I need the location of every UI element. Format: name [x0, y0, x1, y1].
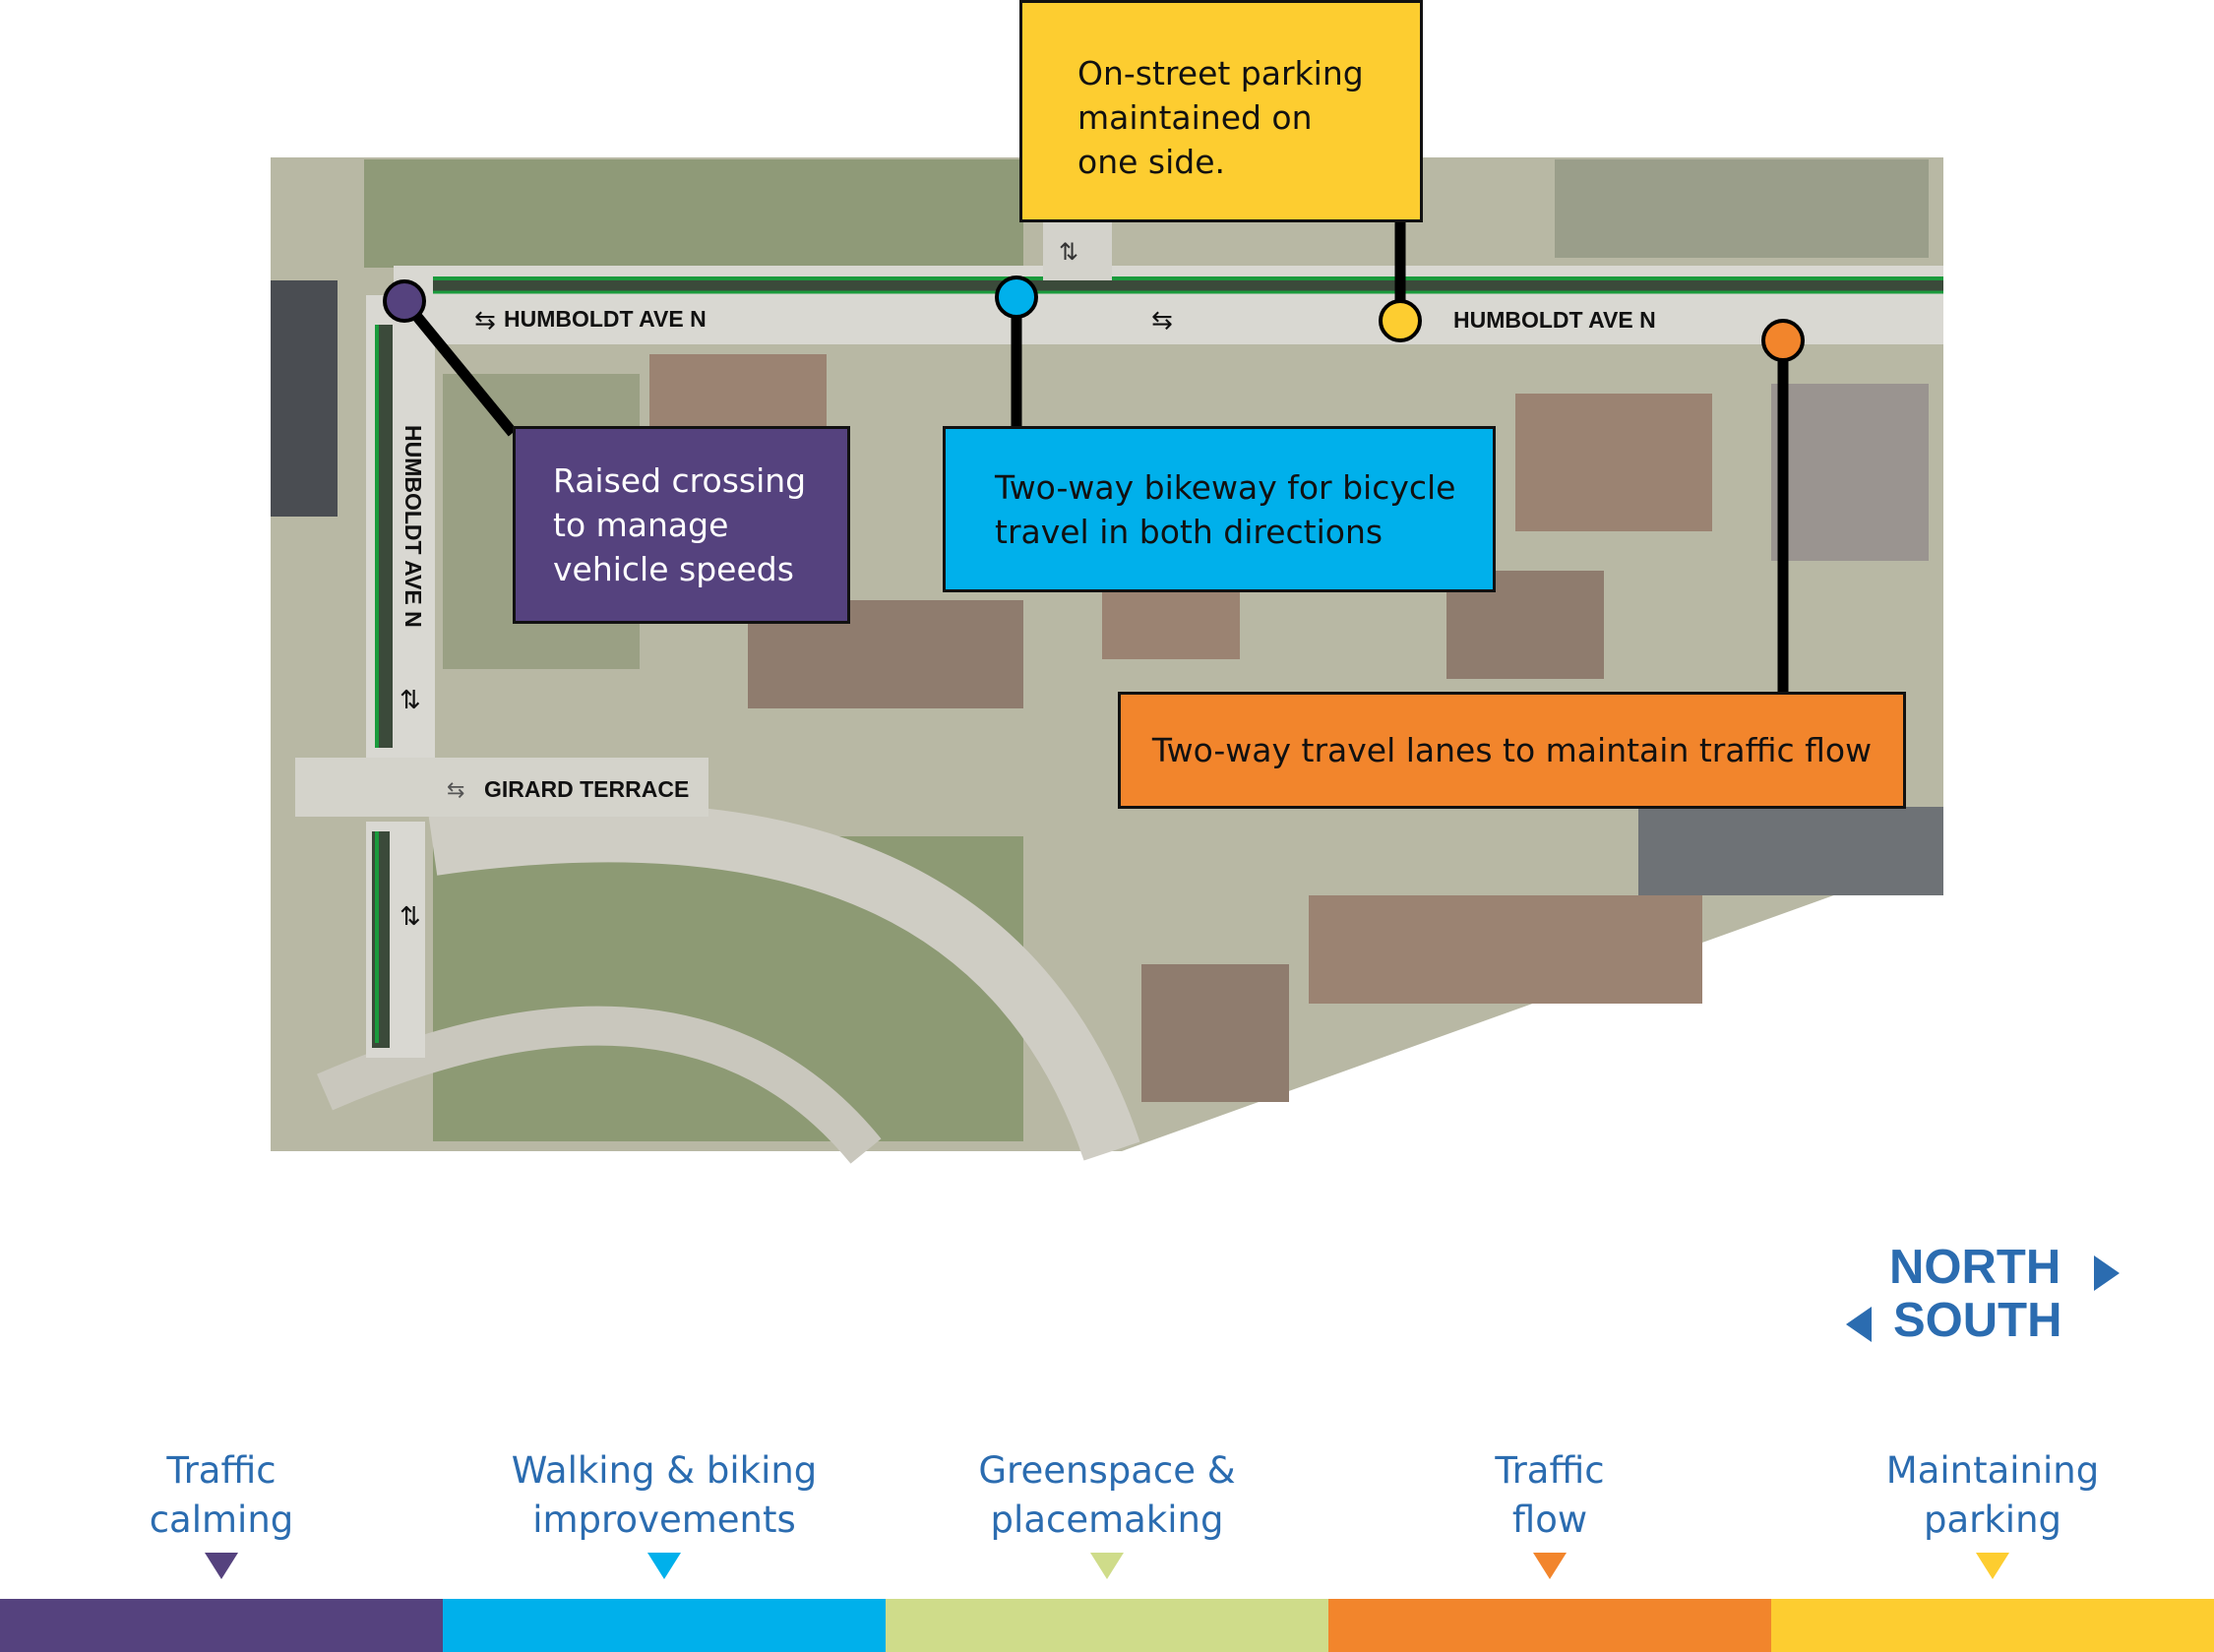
color-bar-greenspace — [886, 1599, 1328, 1652]
triangle-down-icon — [205, 1553, 238, 1579]
grass-area-northeast — [1555, 159, 1929, 258]
girard-road — [295, 758, 708, 817]
color-bar-maintaining-parking — [1771, 1599, 2214, 1652]
legend-label: Maintaining parking — [1885, 1449, 2100, 1541]
legend-item-walking-biking: Walking & biking improvements — [443, 1446, 886, 1579]
two-way-arrow-icon: ⇅ — [400, 902, 421, 932]
two-way-arrow-icon: ⇆ — [474, 306, 496, 336]
arrow-right-icon — [2094, 1255, 2120, 1291]
street-label-humboldt-east: HUMBOLDT AVE N — [1453, 307, 1656, 333]
street-label-humboldt-west: HUMBOLDT AVE N — [504, 306, 707, 332]
building-roof — [1638, 807, 1943, 895]
triangle-down-icon — [1090, 1553, 1124, 1579]
building-west — [271, 280, 338, 517]
legend-item-maintaining-parking: Maintaining parking — [1771, 1446, 2214, 1579]
legend-item-greenspace: Greenspace & placemaking — [886, 1446, 1328, 1579]
south-label: SOUTH — [1893, 1294, 2062, 1347]
callout-line: travel in both directions — [995, 512, 1384, 551]
color-bar-walking-biking — [443, 1599, 886, 1652]
marker-parking — [1379, 299, 1422, 342]
building-roof — [1309, 895, 1702, 1004]
two-way-arrow-icon: ⇆ — [447, 778, 464, 803]
two-way-arrow-icon: ⇅ — [400, 686, 421, 715]
bikeway-vertical-south — [372, 831, 390, 1048]
two-way-arrow-icon: ⇅ — [1059, 238, 1078, 266]
marker-travel-lanes — [1761, 319, 1805, 362]
bikeway-horizontal — [433, 278, 1943, 292]
street-label-humboldt-vertical: HUMBOLDT AVE N — [400, 425, 426, 628]
callout-line: Raised crossing — [553, 461, 807, 500]
callout-line: Two-way bikeway for bicycle — [995, 467, 1456, 507]
callout-line: Two-way travel lanes to maintain traffic… — [1151, 731, 1873, 769]
marker-raised-crossing — [383, 279, 426, 323]
building-roof — [1141, 964, 1289, 1102]
arrow-left-icon — [1846, 1307, 1872, 1342]
triangle-down-icon — [1976, 1553, 2009, 1579]
bikeway-vertical — [377, 325, 393, 748]
north-south-indicator: NORTH SOUTH — [1840, 1242, 2135, 1350]
callout-raised-crossing: Raised crossing to manage vehicle speeds — [513, 426, 850, 624]
callout-on-street-parking: On-street parking maintained on one side… — [1019, 0, 1423, 222]
north-label: NORTH — [1889, 1241, 2061, 1294]
callout-line: maintained on — [1077, 97, 1313, 137]
legend-label: Walking & biking improvements — [511, 1449, 818, 1541]
legend-label: Traffic calming — [149, 1449, 294, 1541]
callout-line: to manage — [553, 506, 729, 544]
street-label-girard-terrace: GIRARD TERRACE — [484, 776, 689, 802]
leader-line-raised-crossing — [400, 297, 518, 437]
legend-item-traffic-calming: Traffic calming — [0, 1446, 443, 1579]
marker-bikeway — [995, 275, 1038, 319]
callout-line: one side. — [1077, 142, 1225, 181]
two-way-arrow-icon: ⇆ — [1151, 306, 1173, 336]
legend-label: Greenspace & placemaking — [978, 1449, 1236, 1541]
callout-line: vehicle speeds — [553, 550, 794, 588]
grass-area-north — [364, 159, 1023, 268]
triangle-down-icon — [1533, 1553, 1567, 1579]
curved-road — [428, 803, 1140, 1161]
color-bar-traffic-calming — [0, 1599, 443, 1652]
legend-label: Traffic flow — [1495, 1449, 1605, 1541]
triangle-down-icon — [647, 1553, 681, 1579]
building-roof — [1515, 394, 1712, 531]
callout-line: On-street parking — [1077, 53, 1364, 92]
color-bar-traffic-flow — [1328, 1599, 1771, 1652]
legend-item-traffic-flow: Traffic flow — [1328, 1446, 1771, 1579]
callout-two-way-bikeway: Two-way bikeway for bicycle travel in bo… — [943, 426, 1496, 592]
callout-two-way-travel-lanes: Two-way travel lanes to maintain traffic… — [1118, 692, 1906, 809]
building-roof — [1771, 384, 1929, 561]
